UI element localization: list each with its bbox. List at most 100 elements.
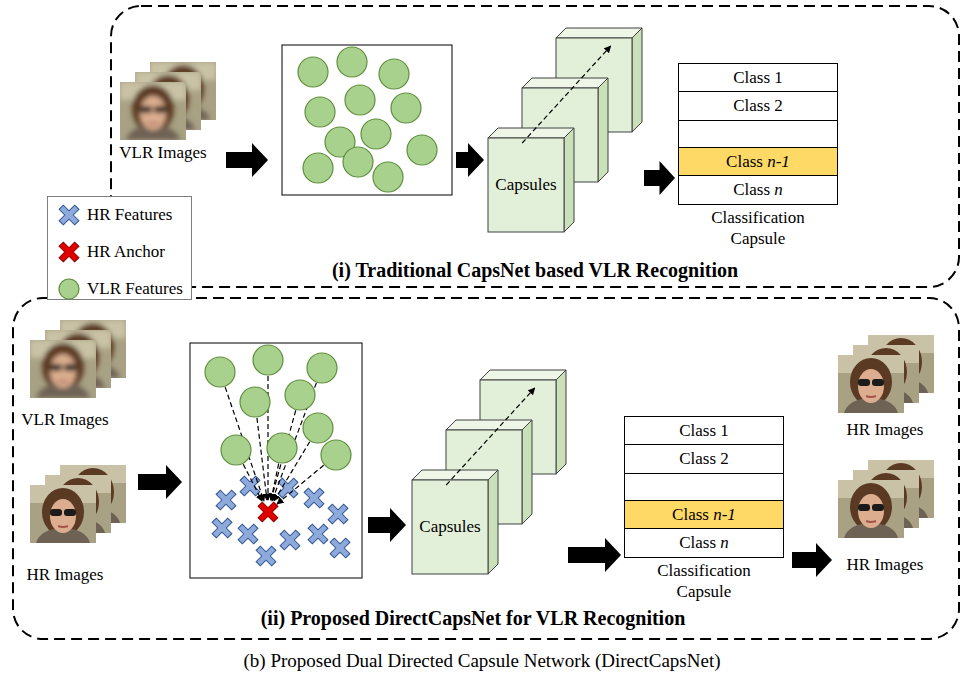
vlr-feature	[307, 353, 337, 383]
class-cell: Class n-1	[678, 147, 838, 177]
feature-space-box	[282, 45, 452, 195]
vlr-feature	[298, 57, 328, 87]
circle-symbol	[59, 279, 79, 299]
capsule-slabs	[488, 28, 642, 232]
hr-image-stack	[838, 460, 934, 538]
vlr-feature	[221, 435, 251, 465]
slab-top	[412, 470, 498, 480]
slab-face	[412, 480, 488, 574]
hr-feature	[298, 482, 329, 513]
label-slot: HR Images	[847, 555, 924, 575]
capsule-label: Capsules	[495, 175, 556, 195]
vlr-feature	[305, 97, 335, 127]
hr-feature	[232, 518, 263, 549]
vlr-feature	[373, 162, 403, 192]
hr-feature	[206, 512, 237, 543]
vlr-feature	[303, 413, 333, 443]
slab-side	[564, 128, 574, 232]
class-label: Class n	[679, 533, 729, 553]
capsule-slab	[412, 470, 498, 574]
dashed-border	[13, 298, 959, 639]
vlr-feature	[240, 387, 270, 417]
hr-feature	[234, 470, 265, 501]
slab-side	[556, 370, 566, 474]
vlr-feature-circles	[205, 345, 351, 470]
vlr-feature	[361, 119, 391, 149]
class-cell: Class 2	[678, 91, 838, 121]
slab-top	[522, 78, 608, 88]
cross-symbol	[56, 202, 82, 228]
vlr-feature	[379, 59, 409, 89]
class-cell: Class n-1	[624, 500, 784, 530]
legend-row: VLR Features	[48, 274, 183, 304]
image-label: VLR Images	[21, 410, 108, 430]
image-label: VLR Images	[119, 143, 206, 163]
cross-symbol	[56, 239, 82, 265]
legend-swatch	[56, 202, 82, 228]
hr-anchor	[252, 496, 283, 527]
face-image	[30, 485, 96, 543]
figure-caption: (b) Proposed Dual Directed Capsule Netwo…	[244, 650, 721, 672]
slab-top	[480, 370, 566, 380]
class-label: Class 1	[733, 68, 783, 88]
face-image	[838, 480, 904, 538]
hr-feature	[274, 524, 305, 555]
dashed-arrow	[267, 360, 268, 500]
vlr-feature	[407, 135, 437, 165]
capsule-slab	[488, 128, 574, 232]
hr-feature	[324, 532, 355, 563]
block-arrow	[644, 161, 675, 195]
slab-top	[556, 28, 642, 38]
face-image	[30, 340, 96, 398]
legend-text: HR Features	[87, 205, 172, 225]
hr-feature-crosses	[206, 470, 355, 571]
label-slot: VLR Images	[21, 410, 108, 430]
class-label: Class n	[733, 180, 783, 200]
capsule-caption: Classification Capsule	[678, 207, 838, 249]
class-cell: Class 1	[678, 63, 838, 93]
vlr-feature-circles	[298, 47, 437, 192]
vlr-feature	[321, 440, 351, 470]
empty-class-cell	[624, 472, 784, 502]
vlr-feature	[345, 85, 375, 115]
classification-capsule: Classification CapsuleClass 1Class 2Clas…	[624, 416, 784, 602]
feature-space-box	[190, 343, 362, 578]
vlr-feature	[267, 433, 297, 463]
class-cell: Class n	[678, 175, 838, 205]
legend-box: HR FeaturesHR AnchorVLR Features	[47, 196, 192, 300]
block-arrow	[792, 543, 832, 577]
vlr-image-stack	[120, 62, 216, 140]
dashed-arrow	[446, 388, 535, 485]
vlr-feature	[391, 93, 421, 123]
dashed-arrow	[522, 46, 611, 143]
slab-side	[598, 78, 608, 182]
slab-side	[632, 28, 642, 132]
capsule-label: Capsules	[419, 517, 480, 537]
legend-row: HR Anchor	[48, 237, 165, 267]
legend-text: HR Anchor	[87, 242, 165, 262]
slab-side	[488, 470, 498, 574]
face-image	[120, 82, 186, 140]
vlr-feature	[337, 47, 367, 77]
panel-title: (i) Traditional CapsNet based VLR Recogn…	[332, 258, 738, 282]
legend-swatch	[56, 239, 82, 265]
hr-feature	[210, 484, 241, 515]
capsule-slabs	[412, 370, 566, 574]
class-cell: Class 2	[624, 444, 784, 474]
hr-feature	[322, 498, 353, 529]
slab-top	[446, 420, 532, 430]
caption-slot: (b) Proposed Dual Directed Capsule Netwo…	[244, 650, 721, 672]
class-cell: Class 1	[624, 416, 784, 446]
vlr-feature	[303, 153, 333, 183]
panel-title: (ii) Proposed DirectCapsNet for VLR Reco…	[261, 606, 686, 630]
slab-side	[522, 420, 532, 524]
label-slot: HR Images	[27, 565, 104, 585]
class-label: Class 2	[679, 449, 729, 469]
block-arrow	[456, 143, 484, 177]
class-label: Class 2	[733, 96, 783, 116]
image-label: HR Images	[847, 420, 924, 440]
block-arrow	[138, 465, 182, 499]
block-arrow	[368, 508, 406, 542]
face-image	[838, 355, 904, 413]
block-arrow	[226, 143, 268, 177]
